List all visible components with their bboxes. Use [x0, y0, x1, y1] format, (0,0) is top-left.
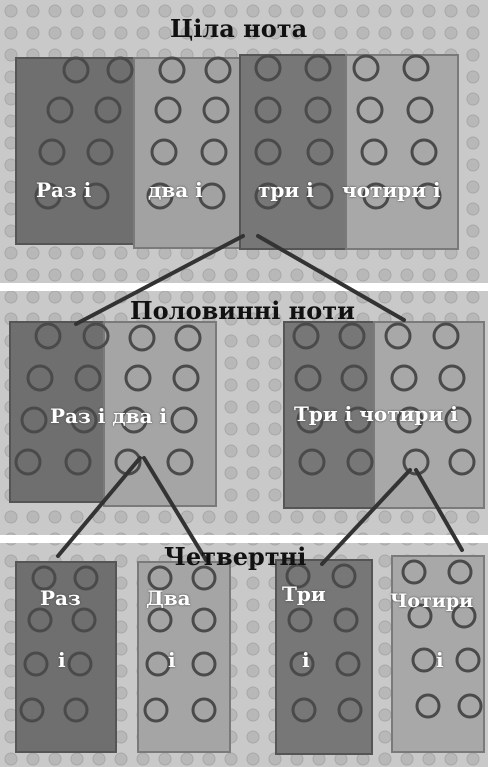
whole-note-bricks	[15, 54, 459, 250]
quarter-and-4: і	[436, 648, 444, 672]
whole-note-studs	[34, 54, 442, 210]
connector-half-left-1	[56, 456, 142, 558]
connector-whole-right	[256, 234, 406, 322]
half-label-2: Три і чотири і	[294, 402, 458, 426]
quarter-word-4: Чотири	[390, 590, 474, 612]
brick-12	[391, 555, 485, 753]
whole-label-2: два і	[148, 178, 203, 202]
connector-half-left-2	[142, 456, 208, 562]
whole-label-1: Раз і	[36, 178, 92, 202]
whole-note-title: Ціла нота	[170, 14, 308, 43]
brick-4	[345, 54, 459, 250]
quarter-and-3: і	[302, 648, 310, 672]
half-note-bricks	[9, 321, 485, 509]
brick-1	[15, 57, 143, 245]
quarter-note-bricks	[15, 555, 485, 755]
whole-label-4: чотири і	[342, 178, 441, 202]
divider-1	[0, 283, 488, 291]
brick-3	[239, 54, 357, 250]
half-label-1: Раз і два і	[50, 404, 168, 428]
half-note-title: Половинні ноти	[130, 296, 355, 325]
quarter-word-1: Раз	[40, 586, 81, 610]
connector-half-right-2	[414, 468, 464, 552]
quarter-word-2: Два	[146, 586, 191, 610]
connector-whole-left	[74, 234, 245, 326]
whole-label-3: три і	[258, 178, 314, 202]
quarter-note-studs	[19, 559, 483, 723]
quarter-note-title: Четвертні	[164, 542, 307, 571]
connector-lines	[56, 234, 464, 566]
connector-half-right-1	[320, 468, 412, 566]
brick-8	[373, 321, 485, 509]
quarter-word-3: Три	[282, 582, 326, 606]
quarter-and-2: і	[168, 648, 176, 672]
divider-2	[0, 535, 488, 543]
quarter-and-1: і	[58, 648, 66, 672]
